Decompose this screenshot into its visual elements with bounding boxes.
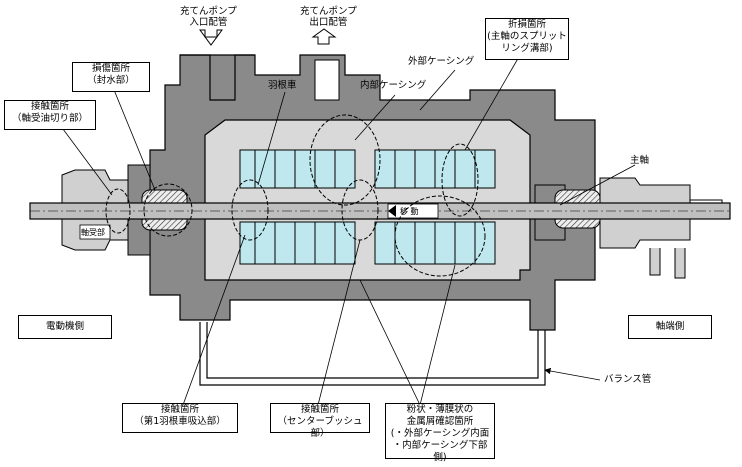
- balance-pipe-label: バランス管: [604, 374, 652, 385]
- outer-casing-label: 外部ケーシング: [408, 56, 475, 67]
- main-shaft: [29, 202, 731, 220]
- bearing-part-label: 軸受部: [81, 228, 105, 237]
- impeller-label: 羽根車: [268, 80, 297, 91]
- callout-powder-found: 粉状・薄膜状の金属屑確認箇所(・外部ケーシング内面・内部ケーシング下部側): [385, 403, 495, 463]
- shaft-end-side-box: 軸端側: [628, 315, 712, 339]
- move-label: 移 動: [400, 207, 419, 216]
- outlet-pipe-label: 充てんポンプ出口配管: [300, 6, 357, 28]
- callout-contact-impeller: 接触箇所（第1羽根車吸込部）: [122, 403, 238, 433]
- inner-casing-label: 内部ケーシング: [360, 80, 427, 91]
- motor-side-box: 電動機側: [18, 315, 112, 339]
- leader-lines: [59, 54, 636, 406]
- flow-arrows: [199, 28, 337, 46]
- main-shaft-label: 主軸: [630, 155, 650, 166]
- callout-contact-bearing: 接触箇所（軸受油切り部）: [4, 100, 96, 130]
- callout-seal-damage: 損傷箇所（封水部）: [72, 62, 150, 92]
- callout-contact-center-bush: 接触箇所（センターブッシュ部）: [270, 403, 370, 439]
- inlet-pipe-label: 充てんポンプ入口配管: [180, 6, 237, 28]
- callout-fold-damage: 折損箇所(主軸のスプリットリング溝部): [485, 18, 569, 60]
